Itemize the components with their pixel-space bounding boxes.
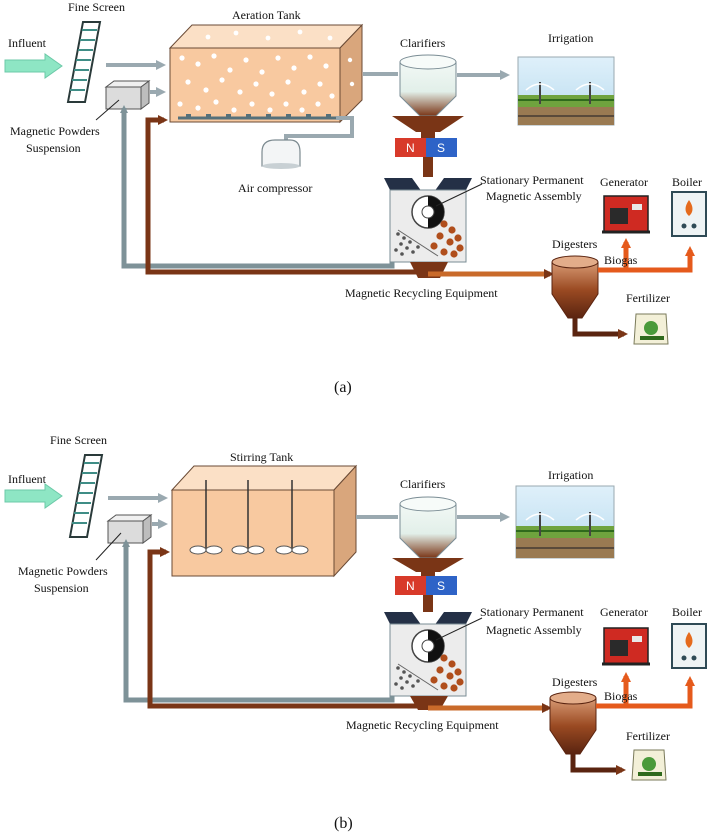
digesters-label: Digesters: [552, 675, 598, 689]
sludge-drop: [423, 157, 433, 177]
panel-b: Influent Fine Screen Magnetic Powders Su…: [4, 433, 707, 832]
air-bubbles: [177, 29, 355, 113]
stirrer-icon: [189, 480, 309, 555]
air-compressor-icon: [261, 139, 301, 169]
generator-label: Generator: [600, 175, 648, 189]
boiler-icon: [671, 623, 707, 669]
powders-label-line2: Suspension: [34, 581, 89, 595]
powder-label-leader: [95, 532, 122, 561]
magnet-icon: N S: [395, 138, 457, 157]
powder-recycle-line: [120, 105, 395, 269]
fertilizer-label: Fertilizer: [626, 729, 670, 743]
digester: [551, 255, 599, 319]
digester-to-fertilizer: [572, 318, 628, 339]
assembly-label-line1: Stationary Permanent: [480, 605, 584, 619]
influent-label: Influent: [8, 472, 47, 486]
digester-to-fertilizer: [570, 754, 626, 775]
stirring-tank: [170, 464, 358, 578]
irrigation-label: Irrigation: [548, 31, 593, 45]
boiler-label: Boiler: [672, 175, 702, 189]
fine-screen-label: Fine Screen: [50, 433, 107, 447]
powder-label-leader: [95, 99, 120, 121]
magnet-icon: N S: [395, 576, 457, 595]
air-compressor-label: Air compressor: [238, 181, 312, 195]
assembly-leader: [435, 617, 483, 641]
influent-arrow: [4, 53, 63, 79]
fertilizer-bag-icon: [631, 749, 667, 781]
recycling-label: Magnetic Recycling Equipment: [345, 286, 498, 300]
biogas-line: [598, 246, 695, 273]
boiler-label: Boiler: [672, 605, 702, 619]
biogas-label: Biogas: [604, 253, 638, 267]
magnet-s-label: S: [437, 579, 445, 593]
magnet-n-label: N: [406, 579, 415, 593]
digesters-label: Digesters: [552, 237, 598, 251]
assembly-label-line2: Magnetic Assembly: [486, 189, 582, 203]
generator-icon: [602, 195, 650, 234]
caption-a: (a): [334, 379, 352, 396]
powder-recycle-line: [122, 539, 395, 703]
influent-label: Influent: [8, 36, 47, 50]
sludge-drop: [423, 595, 433, 612]
fertilizer-bag-icon: [633, 313, 669, 345]
panel-a: Influent Fine Screen Magnetic Powders Su…: [4, 0, 707, 396]
powders-label-line2: Suspension: [26, 141, 81, 155]
irrigation-label: Irrigation: [548, 468, 593, 482]
assembly-label-line2: Magnetic Assembly: [486, 623, 582, 637]
fertilizer-label: Fertilizer: [626, 291, 670, 305]
powders-label-line1: Magnetic Powders: [10, 124, 100, 138]
clarifier: [392, 54, 464, 138]
caption-b: (b): [334, 815, 353, 832]
powders-label-line1: Magnetic Powders: [18, 564, 108, 578]
stirring-tank-label: Stirring Tank: [230, 450, 293, 464]
clarifiers-label: Clarifiers: [400, 477, 446, 491]
influent-arrow: [4, 483, 63, 509]
fine-screen-icon: [66, 21, 102, 103]
clarifiers-label: Clarifiers: [400, 36, 446, 50]
magnetic-recycling-equipment: [384, 612, 472, 710]
magnet-s-label: S: [437, 141, 445, 155]
fine-screen-label: Fine Screen: [68, 0, 125, 14]
boiler-icon: [671, 191, 707, 237]
aeration-tank-label: Aeration Tank: [232, 8, 301, 22]
assembly-label-line1: Stationary Permanent: [480, 173, 584, 187]
aeration-tank: [168, 23, 364, 124]
digester: [549, 691, 597, 755]
biogas-label: Biogas: [604, 689, 638, 703]
irrigation-field-icon: [517, 56, 615, 126]
air-line: [284, 116, 354, 142]
magnet-n-label: N: [406, 141, 415, 155]
assembly-leader: [435, 183, 483, 207]
irrigation-field-icon: [515, 485, 615, 559]
powder-box-icon: [106, 514, 153, 544]
fine-screen-icon: [68, 454, 104, 538]
recycling-label: Magnetic Recycling Equipment: [346, 718, 499, 732]
clarifier: [392, 496, 464, 576]
generator-icon: [602, 627, 650, 666]
generator-label: Generator: [600, 605, 648, 619]
powder-box-icon: [104, 80, 151, 110]
magnetic-recycling-equipment: [384, 178, 472, 278]
